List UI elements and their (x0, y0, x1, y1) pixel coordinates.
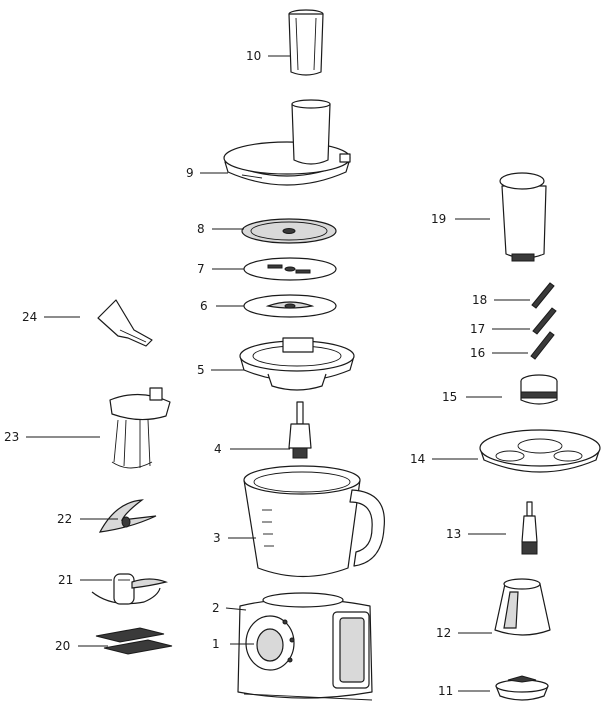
callout-3: 3 (213, 531, 221, 545)
callout-4: 4 (214, 442, 222, 456)
part-11-blade-base (495, 675, 549, 701)
callout-24: 24 (22, 310, 37, 324)
part-15-coupling (520, 374, 558, 405)
part-14-tray (479, 429, 601, 473)
part-9-lid (223, 99, 351, 186)
part-18-attachment (531, 282, 555, 309)
callout-7: 7 (197, 262, 205, 276)
callout-12: 12 (436, 626, 451, 640)
callout-22: 22 (57, 512, 72, 526)
part-13-shaft (521, 501, 538, 555)
part-6-disc (243, 294, 337, 318)
callout-11: 11 (438, 684, 453, 698)
callout-labels: 1 2 3 4 5 6 7 8 9 10 11 12 13 14 15 16 1 (4, 49, 530, 698)
callout-16: 16 (470, 346, 485, 360)
part-5-holder (239, 337, 355, 391)
callout-17: 17 (470, 322, 485, 336)
part-21-blade (91, 573, 169, 605)
part-16-attachment (530, 331, 555, 360)
leader-2 (225, 607, 247, 611)
callout-15: 15 (442, 390, 457, 404)
callout-10: 10 (246, 49, 261, 63)
callout-8: 8 (197, 222, 205, 236)
part-8-disc (241, 218, 337, 244)
callout-13: 13 (446, 527, 461, 541)
callout-5: 5 (197, 363, 205, 377)
callout-1: 1 (212, 637, 220, 651)
callout-2: 2 (212, 601, 220, 615)
part-4-spindle (288, 401, 312, 459)
callout-18: 18 (472, 293, 487, 307)
part-20-blades (95, 627, 173, 655)
part-10-pusher (288, 9, 324, 76)
part-12-cup (494, 578, 551, 636)
part-23-whisk-unit (109, 387, 171, 469)
callout-9: 9 (186, 166, 194, 180)
part-22-blade (98, 499, 157, 533)
callout-19: 19 (431, 212, 446, 226)
callout-23: 23 (4, 430, 19, 444)
part-19-jar (499, 172, 547, 262)
callout-14: 14 (410, 452, 425, 466)
callout-6: 6 (200, 299, 208, 313)
part-3-bowl (243, 465, 385, 578)
part-1-control-knob (245, 615, 295, 671)
part-17-attachment (532, 307, 557, 335)
callout-20: 20 (55, 639, 70, 653)
part-7-disc (243, 257, 337, 281)
callout-21: 21 (58, 573, 73, 587)
part-24-spatula (97, 299, 153, 347)
